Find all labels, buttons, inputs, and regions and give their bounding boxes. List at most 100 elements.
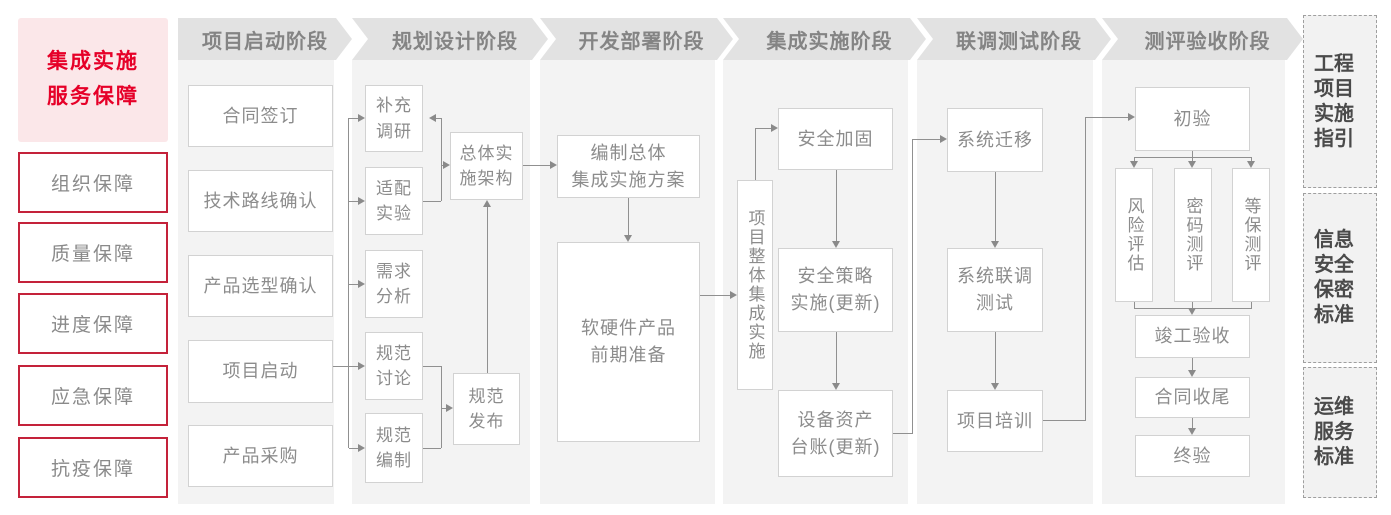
connector-line bbox=[1192, 157, 1193, 162]
phase-header-label: 测评验收阶段 bbox=[1144, 30, 1271, 53]
connector-line bbox=[349, 366, 358, 367]
phase-header-evaluation-acceptance: 测评验收阶段 bbox=[1102, 18, 1303, 60]
sidebar-item-organization-guarantee: 组织保障 bbox=[18, 152, 168, 213]
standard-text: 保密 bbox=[1314, 279, 1354, 301]
connector-line bbox=[333, 366, 348, 367]
sidebar-item-label: 进度保障 bbox=[50, 315, 135, 336]
connector-line bbox=[349, 201, 358, 202]
standard-text: 实施 bbox=[1314, 102, 1354, 125]
sidebar-item-label: 应急保障 bbox=[50, 387, 135, 408]
standard-project-implementation-guide: 工程 项目 实施 指引 bbox=[1303, 15, 1377, 188]
standard-row: 标准 bbox=[1314, 304, 1366, 327]
node-label: 台账(更新) bbox=[790, 436, 881, 457]
standard-row: 标准 bbox=[1314, 446, 1366, 469]
arrow-down-icon bbox=[1188, 428, 1196, 435]
node-risk-assessment: 风险评估 bbox=[1115, 168, 1153, 302]
node-project-training: 项目培训 bbox=[947, 390, 1043, 452]
arrow-right-icon bbox=[443, 161, 450, 169]
connector-line bbox=[423, 366, 441, 367]
node-spec-release: 规范发布 bbox=[453, 373, 520, 445]
node-label: 实施(更新) bbox=[790, 293, 881, 313]
standard-row: 项目 bbox=[1314, 78, 1366, 101]
connector-line bbox=[755, 128, 771, 129]
node-label: 规范 bbox=[376, 343, 412, 363]
node-label: 规范 bbox=[376, 425, 412, 445]
connector-line bbox=[423, 201, 441, 202]
node-label: 适配 bbox=[376, 178, 412, 198]
connector-line bbox=[349, 284, 358, 285]
node-label: 风险评估 bbox=[1124, 197, 1144, 273]
standard-info-security-confidentiality: 信息 安全 保密 标准 bbox=[1303, 193, 1377, 363]
connector-line bbox=[1251, 302, 1252, 309]
standard-text: 工程 bbox=[1314, 52, 1354, 75]
standard-row: 服务 bbox=[1314, 421, 1366, 444]
node-project-kickoff: 项目启动 bbox=[188, 340, 333, 403]
sidebar-title: 集成实施 服务保障 bbox=[18, 18, 168, 142]
node-label: 讨论 bbox=[376, 369, 412, 388]
node-final-acceptance: 终验 bbox=[1135, 435, 1250, 477]
connector-line bbox=[912, 139, 913, 434]
arrow-down-icon bbox=[624, 235, 632, 242]
arrow-down-icon bbox=[1188, 308, 1196, 315]
phase-header-project-kickoff: 项目启动阶段 bbox=[178, 18, 352, 60]
node-overall-project-integration: 项目整体集成实施 bbox=[737, 180, 773, 390]
node-system-migration: 系统迁移 bbox=[947, 108, 1043, 172]
arrow-down-icon bbox=[991, 241, 999, 248]
node-label: 补充 bbox=[376, 96, 412, 115]
connector-line bbox=[1085, 117, 1128, 118]
node-requirement-analysis: 需求分析 bbox=[365, 250, 423, 318]
standard-row: 保密 bbox=[1314, 279, 1366, 302]
standard-text: 项目 bbox=[1314, 77, 1354, 100]
connector-line bbox=[349, 118, 358, 119]
connector-line bbox=[1043, 420, 1085, 421]
connector-line bbox=[1192, 418, 1193, 429]
node-label: 总体实 bbox=[459, 143, 514, 163]
node-label: 密码测评 bbox=[1183, 197, 1203, 273]
sidebar-item-schedule-guarantee: 进度保障 bbox=[18, 293, 168, 354]
phase-header-joint-debugging-test: 联调测试阶段 bbox=[917, 18, 1111, 60]
node-label: 初验 bbox=[1173, 108, 1212, 129]
node-label: 产品选型确认 bbox=[203, 275, 318, 296]
connector-line bbox=[441, 366, 442, 448]
connector-line bbox=[441, 165, 444, 166]
phase-header-integration-implementation: 集成实施阶段 bbox=[723, 18, 926, 60]
node-label: 终验 bbox=[1173, 445, 1212, 466]
connector-line bbox=[1251, 157, 1252, 162]
connector-line bbox=[348, 118, 349, 448]
connector-line bbox=[755, 128, 756, 180]
node-label: 前期准备 bbox=[590, 345, 667, 365]
phase-header-label: 集成实施阶段 bbox=[766, 30, 893, 53]
arrow-down-icon bbox=[991, 383, 999, 390]
arrow-down-icon bbox=[832, 383, 840, 390]
sidebar-title-line1: 集成实施 bbox=[47, 50, 139, 74]
node-preliminary-acceptance: 初验 bbox=[1135, 87, 1250, 151]
node-label: 设备资产 bbox=[797, 409, 874, 430]
connector-line bbox=[1192, 151, 1193, 158]
arrow-right-icon bbox=[358, 444, 365, 452]
connector-line bbox=[441, 118, 442, 201]
connector-line bbox=[436, 118, 441, 119]
node-label: 安全策略 bbox=[797, 266, 874, 286]
node-label: 竣工验收 bbox=[1154, 326, 1231, 346]
connector-line bbox=[349, 448, 358, 449]
connector-line bbox=[912, 139, 940, 140]
standard-text: 指引 bbox=[1314, 127, 1354, 150]
standard-text: 标准 bbox=[1314, 446, 1354, 468]
arrow-right-icon bbox=[550, 161, 557, 169]
connector-line bbox=[628, 198, 629, 235]
sidebar-item-epidemic-guarantee: 抗疫保障 bbox=[18, 437, 168, 498]
node-label: 安全加固 bbox=[797, 128, 874, 149]
connector-line bbox=[700, 295, 730, 296]
node-label: 需求 bbox=[376, 261, 412, 281]
phase-header-label: 开发部署阶段 bbox=[578, 30, 705, 53]
arrow-right-icon bbox=[358, 197, 365, 205]
connector-line bbox=[1134, 302, 1135, 309]
arrow-right-icon bbox=[358, 362, 365, 370]
node-label: 分析 bbox=[376, 287, 412, 306]
arrow-right-icon bbox=[446, 404, 453, 412]
sidebar-item-label: 组织保障 bbox=[50, 174, 135, 195]
node-label: 实验 bbox=[376, 204, 412, 223]
node-label: 集成实施方案 bbox=[571, 169, 686, 190]
arrow-down-icon bbox=[1247, 161, 1255, 168]
